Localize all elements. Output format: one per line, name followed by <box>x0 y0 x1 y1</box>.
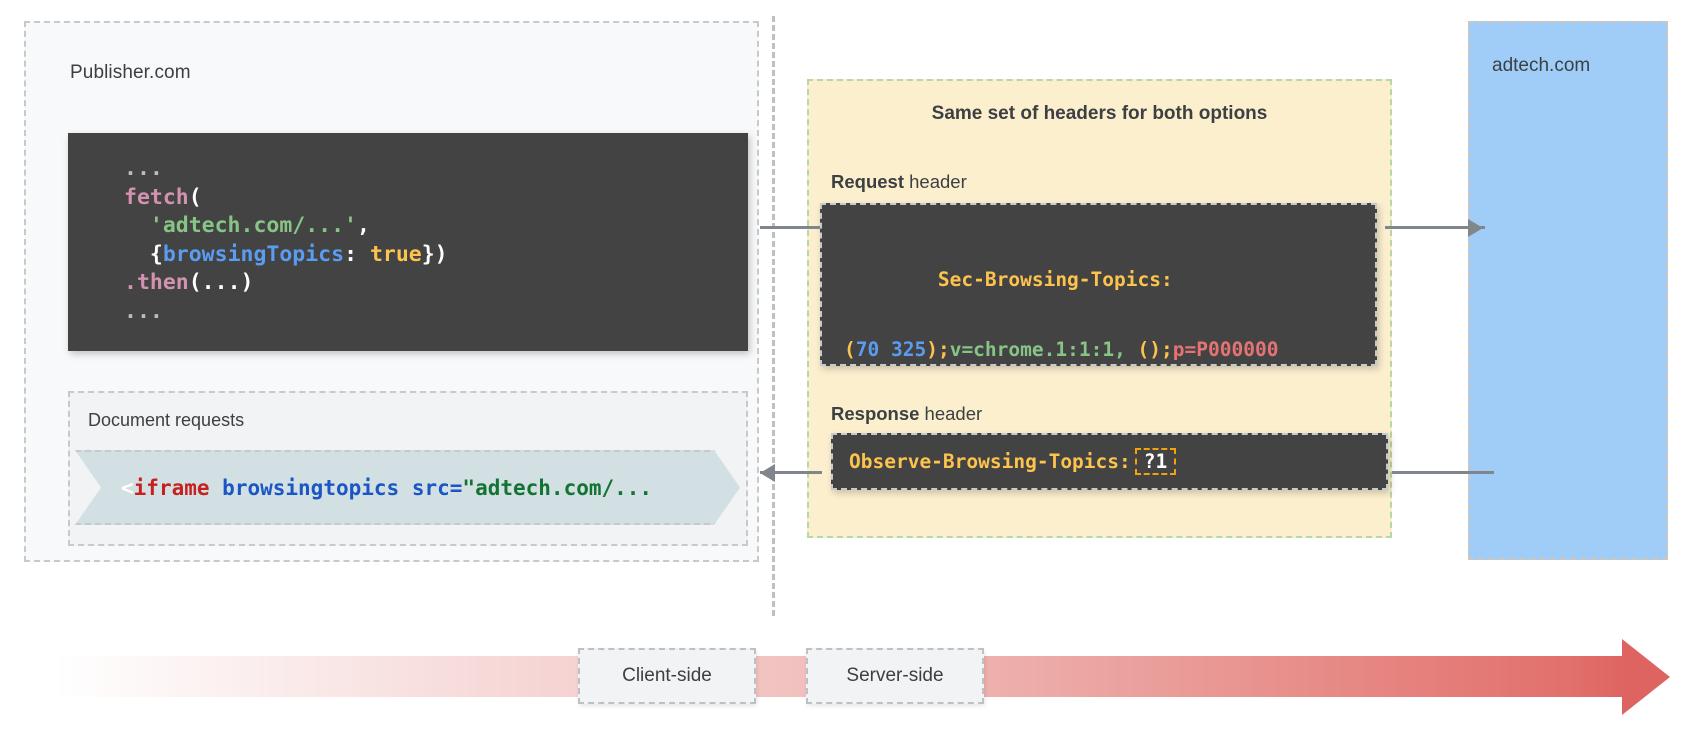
arrow-left-icon <box>760 464 775 482</box>
code-token-then-args: (...) <box>188 270 254 296</box>
headers-panel-title: Same set of headers for both options <box>931 103 1268 124</box>
code-token-url: 'adtech.com/...' <box>149 213 357 239</box>
headers-panel: Same set of headers for both options Req… <box>807 79 1392 538</box>
fetch-code-text: ... fetch( 'adtech.com/...', {browsingTo… <box>68 155 748 327</box>
adtech-label: adtech.com <box>1492 55 1591 76</box>
timeline-arrow-icon <box>1622 639 1670 715</box>
code-token-dots-bottom: ... <box>124 298 163 324</box>
request-header-name-line: Sec-Browsing-Topics: <box>844 245 1375 314</box>
code-token-option-key: browsingTopics <box>162 241 345 267</box>
iframe-token-tag: iframe <box>133 475 210 500</box>
value-empty-parens: () <box>1137 338 1162 361</box>
observe-browsing-topics-value: ?1 <box>1134 447 1177 476</box>
value-open-paren: ( <box>844 338 856 361</box>
iframe-token-src-value: "adtech.com/... <box>462 475 653 500</box>
connector-response-to-publisher <box>760 471 822 474</box>
response-header-label: Response header <box>831 403 982 425</box>
iframe-snippet-text: <iframe browsingtopics src="adtech.com/.… <box>77 476 652 500</box>
timeline-chip-client-side: Client-side <box>578 648 756 704</box>
connector-request-to-adtech <box>1385 226 1485 229</box>
adtech-panel: adtech.com <box>1468 21 1668 560</box>
value-close-paren: ) <box>926 338 938 361</box>
timeline-chip-server-side: Server-side <box>806 648 984 704</box>
iframe-token-space1 <box>210 476 223 500</box>
code-token-then: .then <box>124 270 189 296</box>
connector-publisher-to-request <box>760 226 820 229</box>
iframe-token-src-attr: src= <box>411 475 463 500</box>
code-token-brace-close: }) <box>421 241 448 267</box>
request-header-label-rest: header <box>904 171 967 192</box>
request-header-value-line: (70 325);v=chrome.1:1:1, ();p=P000000 <box>844 338 1375 361</box>
value-version: v=chrome.1:1:1, <box>949 338 1138 361</box>
response-header-box: Observe-Browsing-Topics:?1 <box>831 433 1388 490</box>
code-token-dots-top: ... <box>124 156 163 181</box>
request-header-label-bold: Request <box>831 171 904 192</box>
response-header-label-bold: Response <box>831 403 920 424</box>
value-padding: p=P000000 <box>1172 338 1279 361</box>
publisher-panel: Publisher.com ... fetch( 'adtech.com/...… <box>24 21 759 562</box>
code-token-open-paren: ( <box>188 184 202 210</box>
request-header-label: Request header <box>831 171 967 193</box>
fetch-code-block: ... fetch( 'adtech.com/...', {browsingTo… <box>68 133 748 351</box>
code-token-option-value: true <box>369 241 422 267</box>
arrow-right-icon <box>1468 219 1483 237</box>
client-server-divider <box>772 16 775 616</box>
publisher-label: Publisher.com <box>70 62 191 83</box>
iframe-token-space2 <box>399 476 412 500</box>
code-token-comma: , <box>357 213 370 239</box>
value-topic-ids: 70 325 <box>855 338 927 361</box>
iframe-token-attr: browsingtopics <box>222 475 400 500</box>
value-semicolon-2: ; <box>1161 338 1173 361</box>
code-token-colon: : <box>344 241 370 267</box>
observe-browsing-topics-name: Observe-Browsing-Topics: <box>849 450 1131 473</box>
response-header-label-rest: header <box>919 403 983 424</box>
connector-adtech-to-response <box>1392 471 1494 474</box>
iframe-snippet-banner: <iframe browsingtopics src="adtech.com/.… <box>75 450 740 525</box>
sec-browsing-topics-name: Sec-Browsing-Topics: <box>937 268 1173 291</box>
document-requests-panel: Document requests <iframe browsingtopics… <box>68 391 748 546</box>
document-requests-label: Document requests <box>88 410 245 430</box>
value-semicolon-1: ; <box>937 338 950 361</box>
iframe-token-lt: < <box>121 475 134 500</box>
code-token-fetch: fetch <box>124 184 189 210</box>
code-token-brace-open: { <box>149 241 163 267</box>
request-header-box: Sec-Browsing-Topics: (70 325);v=chrome.1… <box>820 203 1377 366</box>
